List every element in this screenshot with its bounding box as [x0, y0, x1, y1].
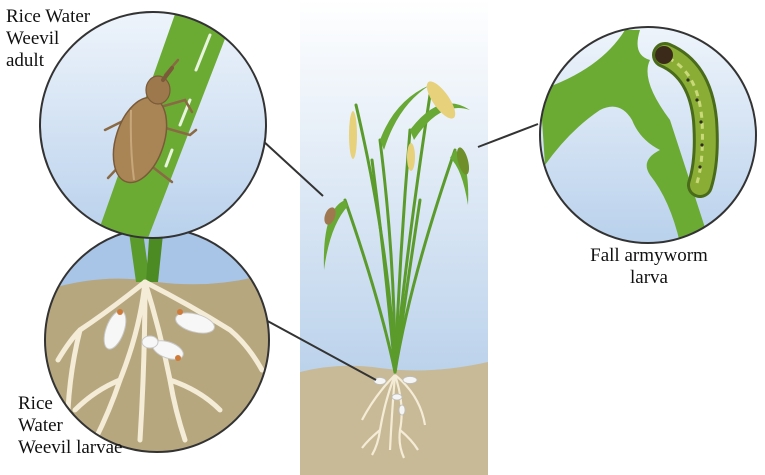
label-line: larva [630, 267, 668, 288]
connector-weevil-larvae [261, 317, 377, 381]
weevil-adult-figure [103, 58, 198, 184]
label-armyworm: Fall armyworm larva [584, 245, 714, 289]
label-line: Rice [18, 393, 53, 414]
label-weevil-adult: Rice Water Weevil adult [6, 6, 90, 72]
label-line: Rice Water [6, 6, 91, 27]
armyworm-leaf [540, 30, 710, 243]
plant-weevil-adult [324, 207, 336, 225]
plant-root-larvae [373, 376, 418, 416]
rice-panicles [349, 81, 456, 171]
connector-lines [261, 123, 539, 381]
label-weevil-larvae: Rice Water Weevil larvae [18, 393, 123, 459]
center-plant-panel [300, 0, 488, 475]
label-line: Fall armyworm [590, 245, 708, 266]
label-line: Water [18, 415, 63, 436]
bubble-weevil-larvae [44, 227, 270, 453]
larvae-roots [55, 279, 265, 443]
label-line: adult [6, 50, 44, 71]
bubble-weevil-adult [39, 11, 267, 239]
plant-roots [361, 374, 427, 459]
soil-ground [300, 362, 488, 475]
connector-weevil-adult [261, 139, 324, 197]
bubble-armyworm [539, 26, 757, 244]
label-line: Weevil [6, 28, 60, 49]
armyworm-figure [652, 42, 719, 198]
connector-armyworm [477, 123, 539, 148]
label-line: Weevil larvae [18, 437, 123, 458]
plant-armyworm [456, 147, 470, 175]
rice-stems [343, 93, 457, 374]
larvae-grubs [103, 310, 215, 360]
